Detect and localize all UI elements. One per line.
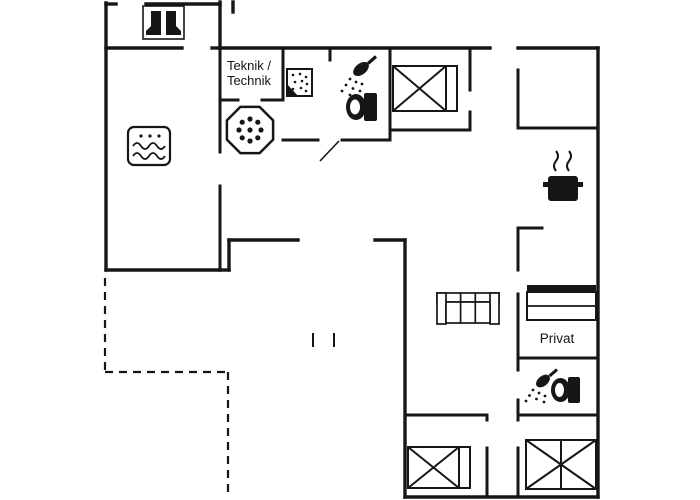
toilet-icon <box>551 377 580 403</box>
double-bed-icon <box>407 446 471 489</box>
outer-walls <box>104 0 600 499</box>
terrace-outline <box>103 278 230 497</box>
cooking-pot-icon <box>543 150 583 201</box>
bed-icon <box>526 285 597 321</box>
room-label-teknik-line1: Teknik / <box>227 58 271 73</box>
door-swing <box>319 140 340 162</box>
double-bed-icon <box>525 439 597 490</box>
whirlpool-octagon-icon <box>225 105 275 155</box>
room-label-teknik-line2: Technik <box>227 73 272 88</box>
bath-waves-icon <box>126 125 172 167</box>
interior-walls <box>218 46 600 499</box>
double-bed-icon <box>392 65 458 112</box>
shower-icon <box>524 368 558 404</box>
sofa-icon <box>436 292 500 325</box>
shower-icon <box>340 55 378 97</box>
terrace-step-marks <box>312 333 335 347</box>
shower-cabin-icon <box>286 68 313 97</box>
boots-icon <box>142 5 185 40</box>
toilet-icon <box>346 93 377 121</box>
room-label-privat: Privat <box>540 331 575 346</box>
